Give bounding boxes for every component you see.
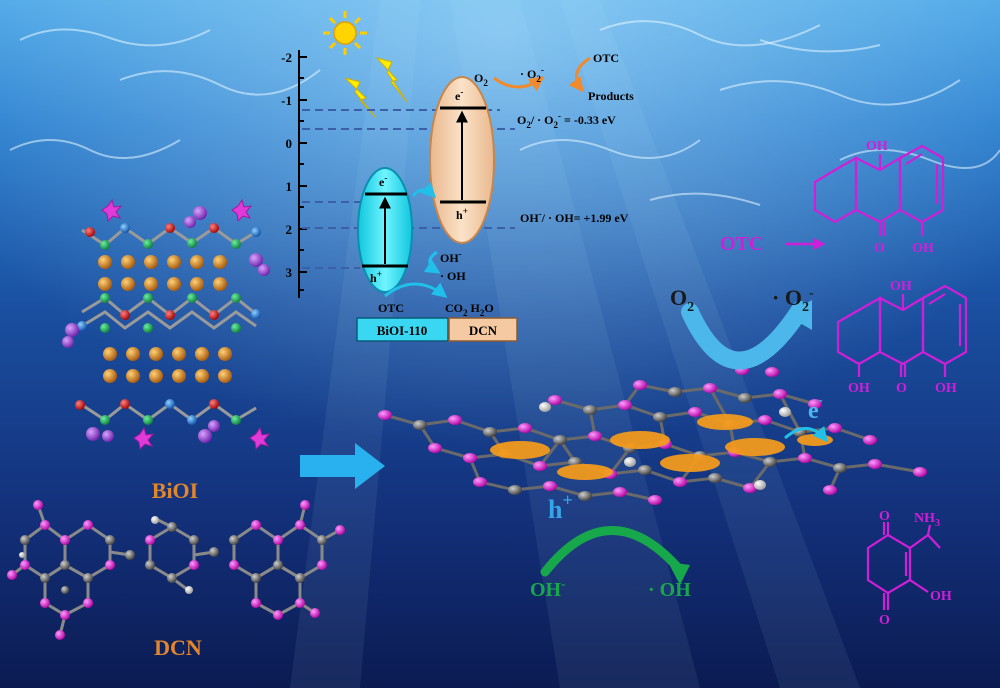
sheet-o2-radical-label: · O xyxy=(772,285,802,310)
o2-label: O xyxy=(474,71,483,85)
dcn-hole-label: h xyxy=(456,208,463,222)
o2-potential-rest: / · O xyxy=(530,113,554,127)
svg-text:h+: h+ xyxy=(548,490,573,524)
axis-tick-label: 3 xyxy=(286,265,293,280)
bioi-hole-label: h xyxy=(370,271,377,285)
axis-tick-label: 2 xyxy=(286,222,293,237)
otc-bottom-label: OTC xyxy=(378,301,404,315)
otc-products-arrow xyxy=(568,56,591,93)
o2-radical-label: · O xyxy=(520,67,536,81)
product-molecule-3 xyxy=(866,522,941,610)
molecule-2-o: O xyxy=(896,381,907,396)
oh-potential-rest: / · OH= +1.99 eV xyxy=(541,211,629,225)
dcn-structure-label: DCN xyxy=(154,635,202,660)
svg-text:h+: h+ xyxy=(370,269,382,285)
svg-text:O2: O2 xyxy=(670,285,694,315)
svg-text:e-: e- xyxy=(455,87,463,103)
molecule-2-oh-top: OH xyxy=(890,279,912,294)
sheet-oh-oxidation-arrow xyxy=(540,526,685,577)
molecule-3-nh3: NH xyxy=(914,511,935,526)
sheet-oh-arrowhead xyxy=(668,562,690,585)
svg-text:NH3: NH3 xyxy=(914,511,940,529)
dcn-electron-label: e xyxy=(455,89,461,103)
bioi-structure-label: BiOI xyxy=(152,478,198,503)
products-label: Products xyxy=(588,89,634,103)
co2-label: CO xyxy=(445,301,463,315)
sheet-o2-label: O xyxy=(670,285,687,310)
sheet-o2-arrowhead xyxy=(786,300,812,330)
oh-oxidation-arrow xyxy=(423,250,441,274)
sheet-oh-minus-label: OH xyxy=(530,579,562,601)
svg-text:OH-: OH- xyxy=(440,249,462,265)
svg-text:OH-: OH- xyxy=(530,576,565,601)
svg-text:O2: O2 xyxy=(474,71,488,88)
otc-label: OTC xyxy=(593,51,619,65)
h2o-label: H xyxy=(471,301,481,315)
energy-axis xyxy=(298,50,307,298)
composite-sheet xyxy=(378,365,927,505)
axis-tick-label: -1 xyxy=(281,93,292,108)
svg-text:· O2-: · O2- xyxy=(520,65,544,84)
axis-tick-label: 0 xyxy=(286,136,293,151)
molecule-2-oh-right: OH xyxy=(935,381,957,396)
product-molecule-1 xyxy=(813,144,945,236)
sheet-hole-sup: + xyxy=(562,490,572,510)
water-caustics xyxy=(9,20,1000,206)
bioi-electron-sup: - xyxy=(384,173,387,183)
molecule-1-oh-bottom: OH xyxy=(912,241,934,256)
axis-tick-label: -2 xyxy=(281,50,292,65)
sheet-hole-label: h xyxy=(548,495,563,524)
sheet-o2-reduction-arrow xyxy=(681,301,809,370)
o2-potential-value: = -0.33 eV xyxy=(561,113,616,127)
dcn-molecule-structure xyxy=(7,500,345,640)
sun-icon xyxy=(323,11,367,55)
dcn-legend-box xyxy=(448,317,518,342)
dcn-electron-sup: - xyxy=(460,87,463,97)
o-letter-label: O xyxy=(484,301,493,315)
molecule-1-oh-top: OH xyxy=(866,139,888,154)
dcn-legend-label: DCN xyxy=(469,323,498,338)
svg-text:e-: e- xyxy=(379,173,387,189)
bioi-crystal-structure xyxy=(62,198,271,451)
sheet-oh-radical-label: · OH xyxy=(648,579,691,601)
svg-text:O2/ · O2- = -0.33 eV: O2/ · O2- = -0.33 eV xyxy=(517,111,616,130)
svg-text:-: - xyxy=(818,393,823,408)
sheet-electron-label: e xyxy=(808,398,819,424)
svg-text:CO2 H2O: CO2 H2O xyxy=(445,301,494,318)
bioi-electron-label: e xyxy=(379,175,385,189)
molecule-3-nh3-sub: 3 xyxy=(935,518,940,529)
molecule-1-o: O xyxy=(874,241,885,256)
molecule-3-oh: OH xyxy=(930,589,952,604)
molecule-3-o-top: O xyxy=(879,509,890,524)
lightning-bolt-icon xyxy=(344,77,377,119)
o2-potential-label: O xyxy=(517,113,526,127)
bioi-legend-box xyxy=(356,317,449,342)
sheet-electron-transfer-arrow xyxy=(784,425,828,443)
oh-potential-label: OH xyxy=(520,211,539,225)
bioi-hole-sup: + xyxy=(377,269,382,279)
molecule-3-o-bottom: O xyxy=(879,613,890,628)
oh-minus-label: OH xyxy=(440,251,459,265)
otc-degradation-arrow xyxy=(384,282,448,298)
dcn-hole-sup: + xyxy=(463,206,468,216)
oh-radical-label: · OH xyxy=(440,269,466,283)
composite-arrow xyxy=(300,443,385,489)
bioi-legend-label: BiOI-110 xyxy=(377,323,428,338)
molecule-2-oh-left: OH xyxy=(848,381,870,396)
lightning-bolt-icon xyxy=(375,57,408,103)
axis-tick-label: 1 xyxy=(286,179,293,194)
otc-main-label: OTC xyxy=(720,233,763,255)
svg-text:OH-/ · OH= +1.99 eV: OH-/ · OH= +1.99 eV xyxy=(520,209,629,225)
svg-text:· O2-: · O2- xyxy=(772,285,814,315)
o2-reduction-arrow xyxy=(493,76,545,92)
svg-text:h+: h+ xyxy=(456,206,468,222)
electron-transfer-arrow xyxy=(411,182,437,199)
product-molecule-2 xyxy=(836,284,968,377)
